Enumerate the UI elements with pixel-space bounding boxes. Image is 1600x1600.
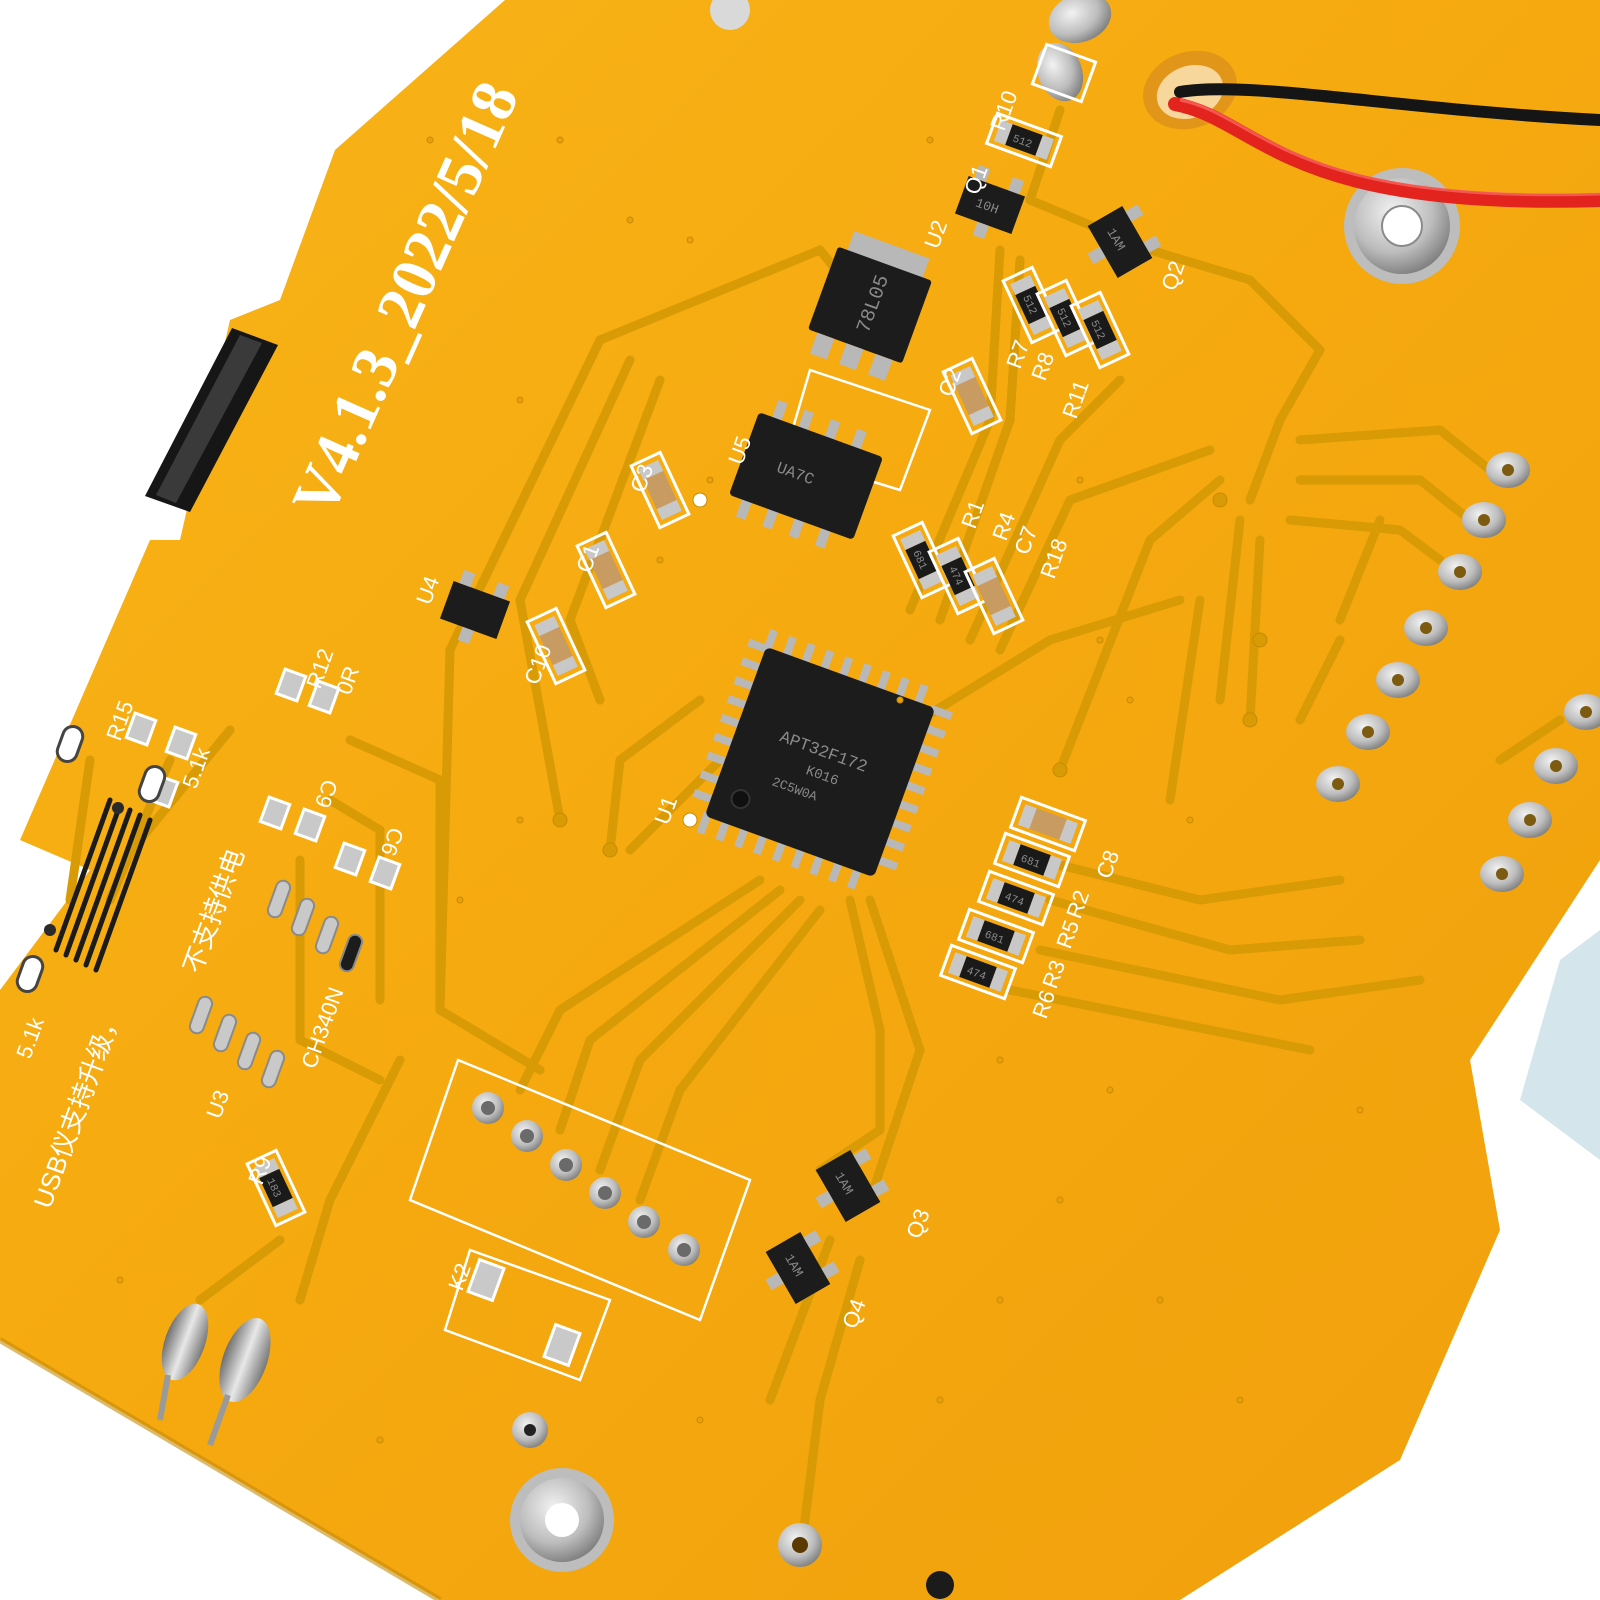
q3-transistor: 1AM	[815, 1148, 890, 1222]
resistor-r2: 681	[992, 831, 1072, 889]
resistor-r3: 681	[956, 907, 1036, 965]
lcd-solder-pins	[1316, 452, 1600, 892]
resistor-r6: 474	[938, 943, 1018, 1001]
u3-ch340n-footprint	[188, 879, 364, 1089]
red-wire	[1168, 97, 1600, 208]
pin-header-row	[472, 1092, 700, 1266]
black-wire	[1174, 83, 1600, 126]
top-solder-joints	[1030, 0, 1112, 104]
usb-connector-pads	[15, 724, 167, 994]
resistor-r11: 512	[1069, 290, 1131, 370]
u5-chip: UA7C	[730, 399, 882, 549]
resistor-r10: 512	[984, 111, 1064, 169]
capacitor-c3	[629, 450, 691, 530]
capacitor-c2	[941, 356, 1003, 436]
lcd-edge	[1520, 930, 1600, 1160]
bottom-left-pins	[157, 1303, 271, 1447]
resistor-r9: 183	[245, 1148, 307, 1228]
resistor-r8: 512	[1035, 278, 1097, 358]
capacitors	[525, 356, 1088, 853]
capacitor-c1	[575, 530, 637, 610]
capacitor-c10	[525, 606, 587, 686]
capacitor-c8	[1008, 795, 1088, 853]
q1-transistor: 10H	[954, 164, 1026, 240]
resistors: 512 512 512 512 681	[245, 111, 1131, 1228]
capacitor-c7	[963, 556, 1025, 636]
q4-transistor: 1AM	[765, 1230, 840, 1304]
battery-wires	[1143, 50, 1600, 208]
resistor-r5: 474	[976, 869, 1056, 927]
board-edge	[0, 1337, 442, 1600]
u4-transistor	[439, 569, 511, 645]
side-connector	[145, 328, 278, 512]
u2-regulator: 78L05	[808, 231, 932, 381]
q2-transistor: 1AM	[1087, 204, 1162, 278]
resistor-r7: 512	[1001, 265, 1063, 345]
u1-mcu-chip: APT32F172 K016 2C5W0A	[692, 629, 953, 890]
mounting-holes	[510, 0, 1460, 1599]
resistor-r1: 681	[891, 520, 953, 600]
vias	[116, 136, 1364, 1444]
copper-traces	[65, 105, 1565, 1565]
resistor-r4: 474	[927, 536, 989, 616]
